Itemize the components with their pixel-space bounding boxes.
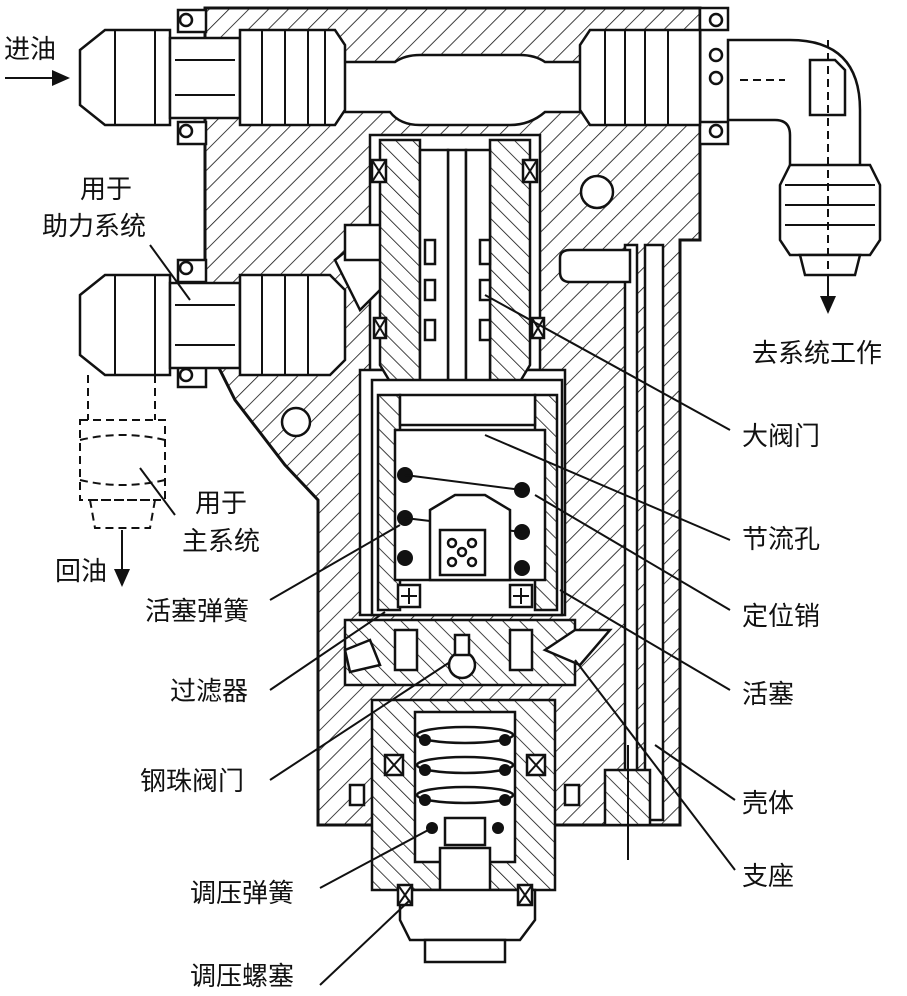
label-locating-pin: 定位销 (742, 602, 820, 632)
label-regulating-plug: 调压螺塞 (190, 962, 294, 992)
label-support: 支座 (742, 862, 794, 892)
label-oil-return: 回油 (55, 557, 107, 587)
label-piston-spring: 活塞弹簧 (145, 597, 249, 627)
label-regulating-spring: 调压弹簧 (190, 879, 294, 909)
main-system-fitting-dashed (79, 375, 166, 587)
label-filter: 过滤器 (170, 677, 248, 707)
label-assist-line1: 用于 (80, 175, 132, 205)
internal-mechanism (343, 138, 652, 964)
label-assist-line2: 助力系统 (42, 212, 146, 242)
label-ball-valve: 钢珠阀门 (140, 767, 244, 797)
inlet-fitting (78, 28, 347, 127)
label-throttle-hole: 节流孔 (742, 525, 820, 555)
assist-system-fitting (78, 273, 347, 377)
label-main-line2: 主系统 (182, 527, 260, 557)
labels: 进油 用于 助力系统 用于 主系统 回油 去系统工作 大阀门 节流孔 定位销 活… (4, 35, 882, 992)
label-big-valve: 大阀门 (742, 422, 820, 452)
label-oil-in: 进油 (4, 35, 56, 65)
label-housing: 壳体 (742, 789, 794, 819)
bolt-heads (176, 6, 730, 389)
label-to-system: 去系统工作 (752, 339, 882, 369)
label-piston: 活塞 (742, 680, 794, 710)
label-main-line1: 用于 (195, 489, 247, 519)
outlet-fitting (578, 28, 882, 314)
leader-lines (139, 244, 736, 986)
